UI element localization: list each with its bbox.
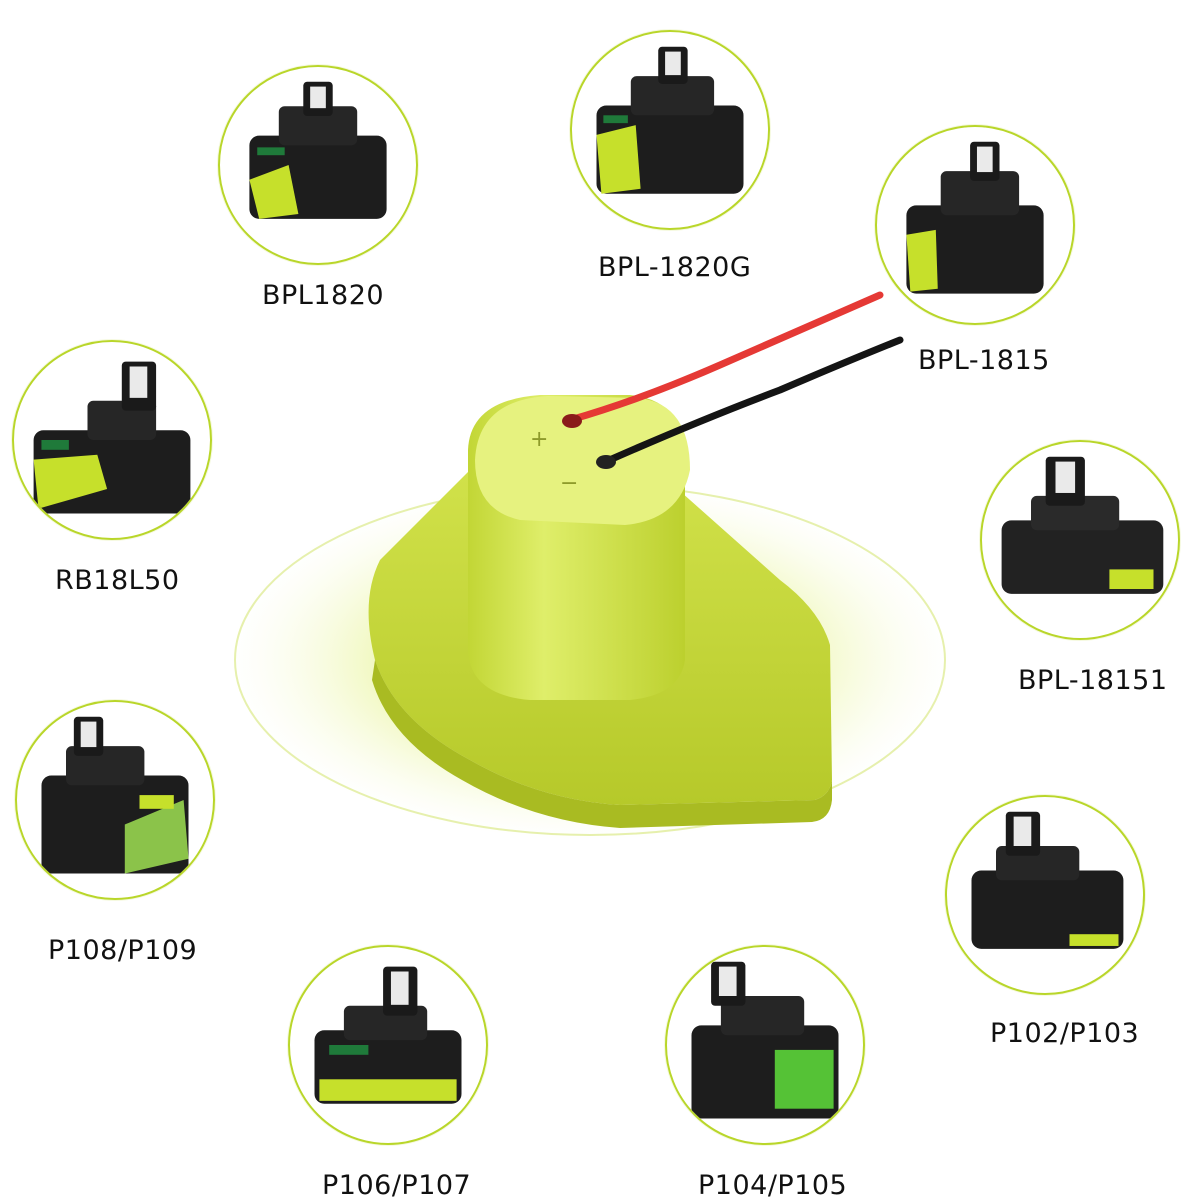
label-bpl1820g: BPL-1820G	[598, 252, 752, 283]
battery-icon	[41, 716, 189, 874]
adapter-base	[368, 407, 832, 805]
battery-ring-p102	[945, 795, 1145, 995]
label-bpl18151: BPL-18151	[1018, 665, 1168, 696]
battery-ring-bpl1820	[218, 65, 418, 265]
label-bpl1815: BPL-1815	[918, 345, 1050, 376]
battery-icon	[249, 81, 387, 219]
minus-symbol: −	[560, 471, 578, 496]
battery-icon	[691, 961, 839, 1119]
label-p108: P108/P109	[48, 935, 198, 966]
battery-icon	[596, 46, 744, 194]
battery-ring-bpl1815	[875, 125, 1075, 325]
battery-ring-bpl1820g	[570, 30, 770, 230]
battery-ring-rb18l50	[12, 340, 212, 540]
battery-icon	[33, 361, 191, 514]
wire-negative	[601, 336, 904, 466]
battery-ring-p106	[288, 945, 488, 1145]
battery-ring-p104	[665, 945, 865, 1145]
label-p104: P104/P105	[698, 1170, 848, 1201]
battery-ring-p108	[15, 700, 215, 900]
glow-halo	[230, 480, 950, 840]
battery-icon	[314, 966, 462, 1104]
label-p106: P106/P107	[322, 1170, 472, 1201]
battery-ring-bpl18151	[980, 440, 1180, 640]
plus-symbol: +	[530, 427, 548, 452]
label-p102: P102/P103	[990, 1018, 1140, 1049]
battery-icon	[906, 141, 1044, 294]
battery-icon	[1001, 456, 1164, 594]
adapter-top-face	[475, 396, 690, 525]
battery-icon	[971, 811, 1124, 949]
adapter-cylinder	[468, 395, 685, 700]
wire-positive	[566, 291, 884, 424]
label-rb18l50: RB18L50	[55, 565, 180, 596]
label-bpl1820: BPL1820	[262, 280, 385, 311]
